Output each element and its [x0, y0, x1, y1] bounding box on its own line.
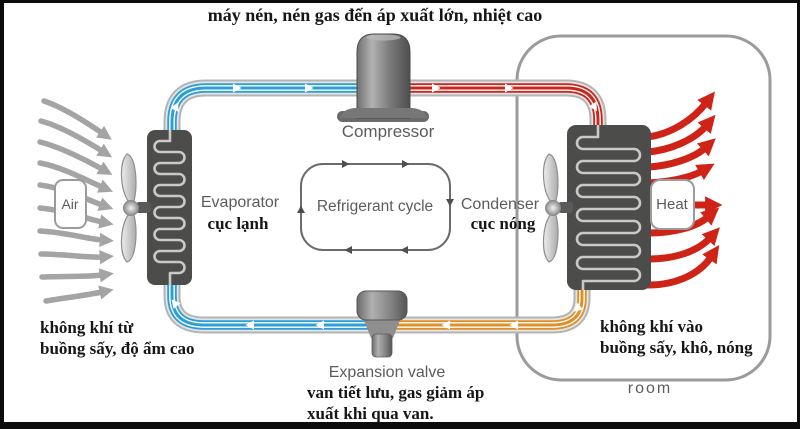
- top-caption: máy nén, nén gas đến áp xuất lớn, nhiệt …: [207, 5, 543, 25]
- compressor-label: Compressor: [341, 122, 435, 141]
- refrigerant-cycle-label: Refrigerant cycle: [316, 198, 434, 215]
- heat-outlet-caption-line2: buồng sấy, khô, nóng: [600, 338, 753, 357]
- air-inlet-caption-line2: buồng sấy, độ ẩm cao: [40, 339, 195, 358]
- hot-pipe: [384, 83, 603, 134]
- air-flow-arrows: [37, 98, 114, 304]
- evaporator-label: Evaporator: [200, 194, 280, 211]
- compressor-shape: [337, 33, 429, 122]
- heat-outlet-caption-line1: không khí vào: [600, 317, 703, 336]
- pipe-flow-arrowheads: [170, 83, 598, 330]
- room-outline: [515, 34, 772, 382]
- refrigerant-cycle-loop: [297, 160, 454, 254]
- condenser-coil: [567, 125, 651, 290]
- air-inlet-caption-line1: không khí từ: [40, 318, 134, 337]
- expansion-valve-caption-line1: van tiết lưu, gas giảm áp: [307, 383, 485, 402]
- evaporator-label-vi: cục lạnh: [207, 214, 269, 233]
- condenser-label-vi: cục nóng: [470, 214, 536, 233]
- condenser-label: Condenser: [460, 196, 540, 213]
- warm-pipe: [382, 280, 587, 330]
- heat-label: Heat: [656, 196, 688, 213]
- evaporator-fan-icon: [120, 153, 151, 263]
- cold-pipe: [167, 83, 384, 142]
- air-label: Air: [61, 196, 79, 212]
- heat-box: [650, 179, 695, 230]
- evaporator-coil: [147, 130, 192, 285]
- room-label: room: [627, 380, 673, 397]
- expansion-valve-label: Expansion valve: [328, 364, 446, 381]
- cold-return-pipe: [167, 276, 382, 330]
- condenser-fan-icon: [542, 153, 573, 263]
- expansion-valve-caption-line2: xuất khi qua van.: [307, 404, 434, 423]
- expansion-valve-shape: [356, 290, 408, 358]
- air-box: [54, 179, 87, 229]
